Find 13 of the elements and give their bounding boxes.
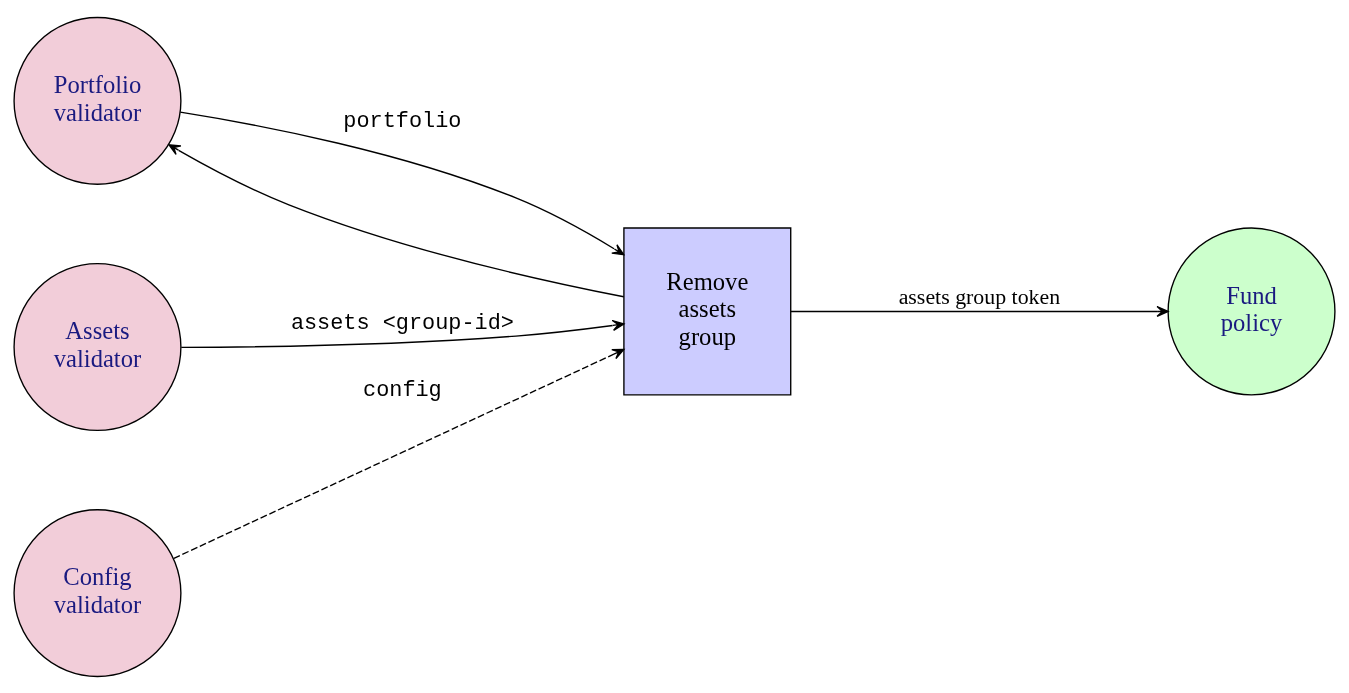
- edge-label: assets group token: [898, 284, 1061, 309]
- edge-label: assets <group-id>: [290, 310, 514, 336]
- node-circle: Assets validator: [13, 262, 182, 431]
- edge-label: config: [363, 377, 442, 403]
- arrow: [179, 111, 625, 255]
- node-circle: Config validator: [13, 508, 182, 677]
- arrow: [173, 348, 625, 559]
- arrow: [168, 143, 625, 297]
- arrow: [180, 319, 625, 348]
- node-box: Remove assets group: [623, 226, 792, 396]
- arrow: [790, 305, 1169, 317]
- node-circle: Fund policy: [1167, 226, 1336, 396]
- edge-label: portfolio: [343, 108, 462, 134]
